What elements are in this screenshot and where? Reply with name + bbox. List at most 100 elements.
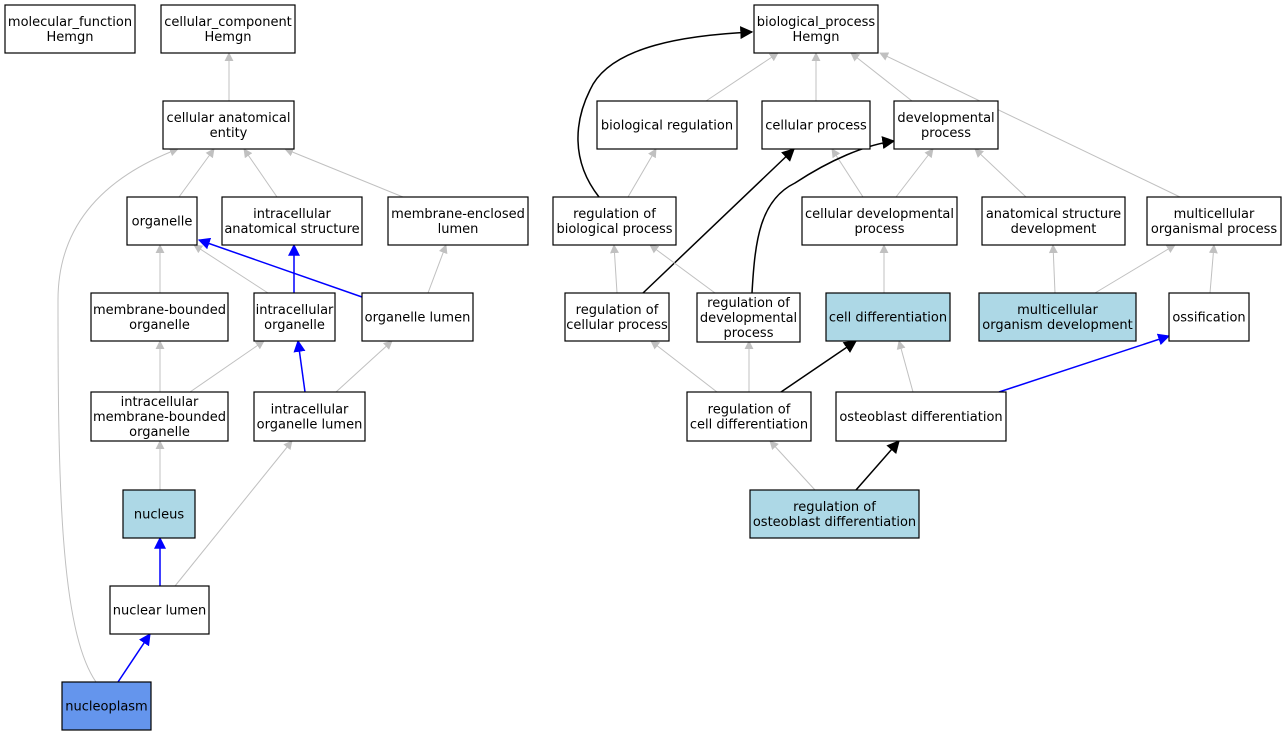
node-label: developmental — [897, 111, 994, 126]
node-box — [361, 292, 474, 342]
node-ol[interactable]: organelle lumen — [361, 292, 474, 342]
edge-iol-to-ol — [335, 340, 393, 393]
node-label: process — [855, 222, 905, 237]
edge-mop-to-bp — [879, 52, 1181, 198]
edge-mod-to-asd — [1048, 244, 1058, 294]
edge-rod-to-rcd — [769, 440, 816, 491]
node-box — [160, 4, 296, 54]
node-label: regulation of — [707, 296, 790, 311]
node-label: regulation of — [576, 303, 659, 318]
edge-np-to-cae — [57, 147, 179, 683]
edge-nl-to-iol — [174, 440, 293, 587]
node-label: organelle — [264, 318, 325, 333]
node-oss[interactable]: ossification — [1168, 292, 1250, 342]
edge-np-to-nl — [117, 633, 151, 683]
node-od[interactable]: osteoblast differentiation — [835, 391, 1007, 442]
node-label: process — [921, 126, 971, 141]
node-box — [1146, 196, 1282, 246]
edge-cdp-to-cp — [831, 148, 864, 198]
node-nuc[interactable]: nucleus — [122, 489, 196, 539]
node-label: cell differentiation — [829, 311, 947, 326]
node-label: osteoblast differentiation — [753, 515, 916, 530]
node-box — [552, 196, 677, 246]
node-box — [825, 292, 951, 342]
edge-rcp-to-rbp — [610, 244, 619, 294]
edge-dp-to-bp — [850, 52, 913, 102]
node-box — [761, 100, 871, 150]
node-label: biological_process — [757, 15, 876, 30]
edge-ol-to-mel — [427, 244, 448, 294]
node-box — [753, 4, 879, 54]
node-box — [253, 292, 336, 342]
node-label: cellular process — [566, 318, 668, 333]
node-box — [686, 391, 812, 442]
edge-od-to-oss — [998, 333, 1171, 393]
edge-rcd-to-rcp — [650, 340, 718, 393]
node-label: Hemgn — [205, 30, 252, 45]
node-box — [61, 681, 152, 731]
node-label: cell differentiation — [690, 418, 808, 433]
node-label: cellular developmental — [805, 207, 954, 222]
node-box — [126, 196, 198, 246]
node-label: Hemgn — [47, 30, 94, 45]
node-box — [221, 196, 363, 246]
edge-oss-to-mop — [1208, 244, 1218, 294]
edge-io-to-org — [193, 244, 269, 294]
edge-cdp-to-dp — [895, 148, 934, 198]
node-box — [1168, 292, 1250, 342]
node-label: intracellular — [271, 403, 349, 418]
node-label: cellular anatomical — [167, 111, 291, 126]
node-label: ossification — [1172, 311, 1245, 326]
node-box — [893, 100, 999, 150]
node-label: regulation of — [793, 500, 876, 515]
node-nl[interactable]: nuclear lumen — [109, 585, 210, 635]
node-org[interactable]: organelle — [126, 196, 198, 246]
node-cd[interactable]: cell differentiation — [825, 292, 951, 342]
node-label: organelle — [129, 318, 190, 333]
edge-br-to-bp — [705, 52, 779, 102]
node-label: nucleoplasm — [65, 700, 147, 715]
edge-rcd-to-cd — [780, 340, 858, 393]
node-label: intracellular — [253, 207, 331, 222]
node-label: membrane-bounded — [93, 303, 226, 318]
node-label: organelle lumen — [365, 311, 471, 326]
node-box — [564, 292, 670, 342]
node-br[interactable]: biological regulation — [596, 100, 738, 150]
node-label: multicellular — [1174, 207, 1255, 222]
node-box — [596, 100, 738, 150]
node-label: development — [1011, 222, 1097, 237]
node-label: organism development — [982, 318, 1132, 333]
node-label: entity — [210, 126, 248, 141]
node-label: cellular_component — [164, 15, 292, 30]
edge-ias-to-cae — [243, 148, 278, 198]
node-label: nucleus — [134, 508, 184, 523]
node-box — [253, 391, 366, 442]
node-np[interactable]: nucleoplasm — [61, 681, 152, 731]
node-box — [90, 391, 229, 442]
node-cp[interactable]: cellular process — [761, 100, 871, 150]
node-label: biological process — [556, 222, 672, 237]
node-label: multicellular — [1017, 303, 1098, 318]
